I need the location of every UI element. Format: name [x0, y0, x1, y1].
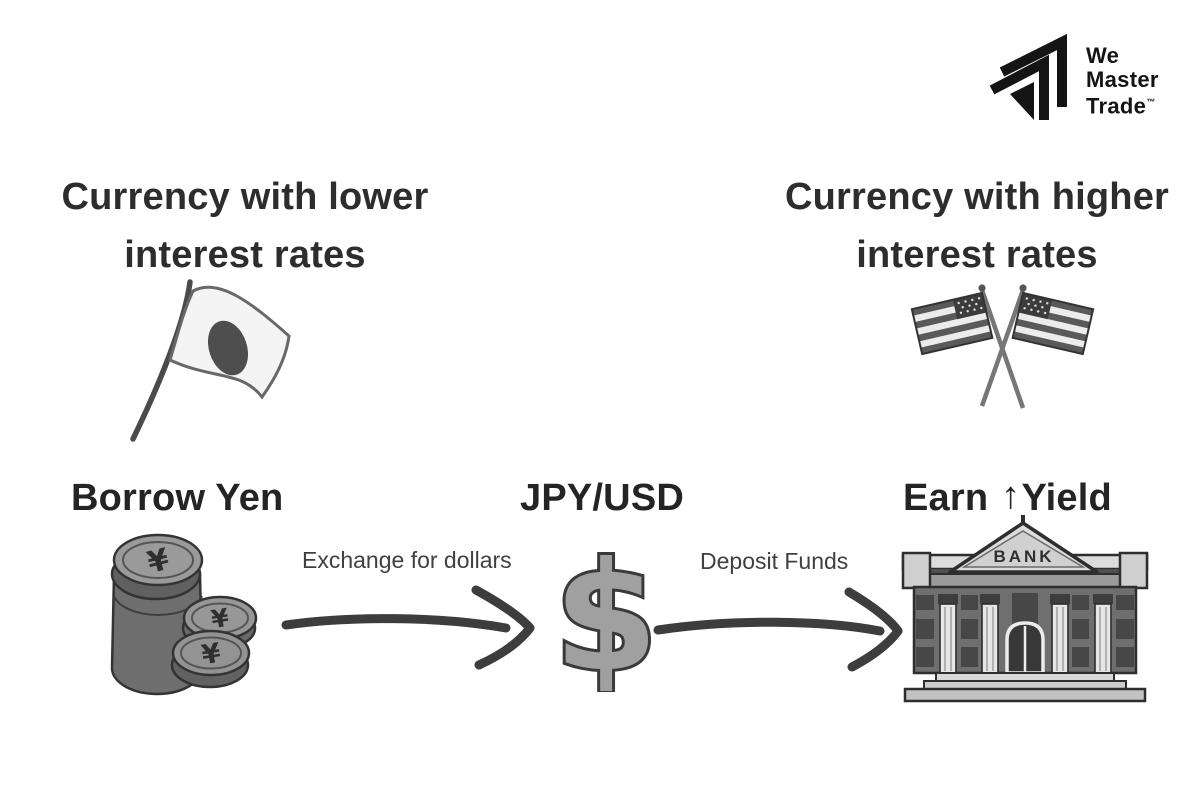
step-label-jpy-usd: JPY/USD — [520, 477, 685, 519]
bank-building-icon: BANK — [901, 515, 1149, 703]
step-label-earn-yield: Earn ↑ Yield — [903, 475, 1112, 519]
logo-line: We — [1086, 43, 1120, 68]
dollar-sign-icon: $ — [551, 532, 661, 692]
right-arrow-icon — [281, 585, 535, 670]
bank-windows — [916, 593, 1134, 667]
caption-deposit-funds: Deposit Funds — [700, 548, 849, 574]
logo-line: Master — [1086, 66, 1159, 92]
yield-up-arrow-icon: ↑ — [1001, 475, 1021, 517]
heading-higher-rates: Currency with higher interest rates — [784, 176, 1170, 276]
us-flag-left — [910, 291, 994, 356]
us-flag-right — [1011, 291, 1095, 356]
crossed-us-flags-icon — [910, 284, 1095, 409]
caption-exchange-for-dollars: Exchange for dollars — [302, 547, 512, 573]
logo-wordmark: We Master Trade™ — [1086, 44, 1159, 118]
bank-columns — [938, 594, 1113, 674]
dollar-symbol: $ — [554, 532, 658, 692]
yen-symbol: ¥ — [200, 638, 224, 672]
japan-flag-icon — [130, 279, 291, 442]
trademark-symbol: ™ — [1146, 97, 1156, 107]
wmt-arrow-logo-icon — [989, 33, 1067, 120]
heading-lower-rates: Currency with lower interest rates — [61, 176, 429, 276]
yen-symbol: ¥ — [209, 603, 231, 634]
right-arrow-icon — [653, 587, 903, 672]
yen-coins-icon: ¥ ¥ ¥ — [110, 533, 258, 696]
step-label-borrow-yen: Borrow Yen — [71, 477, 284, 519]
logo-line: Trade™ — [1086, 93, 1156, 119]
bank-sign: BANK — [993, 547, 1054, 566]
